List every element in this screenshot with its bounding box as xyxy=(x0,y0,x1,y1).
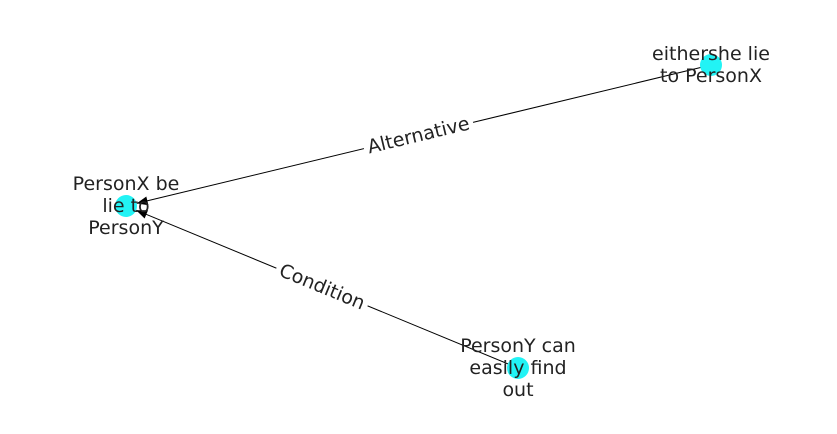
node-label-line: PersonX be xyxy=(73,173,180,195)
edge-label-alternative: Alternative xyxy=(365,113,472,159)
node-label-line: lie to xyxy=(102,195,149,217)
node-label-line: to PersonX xyxy=(660,65,762,87)
edge-label-group: Condition xyxy=(271,256,373,318)
node-label-line: eithershe lie xyxy=(652,43,770,65)
node-personx-be-lie-to-persony xyxy=(115,195,137,217)
edges-layer xyxy=(135,64,712,369)
edge-label-background xyxy=(360,109,477,162)
node-label-line: easily find xyxy=(469,357,566,379)
edge-label-background xyxy=(271,256,373,318)
edge-label-group: Alternative xyxy=(360,109,477,162)
node-label-line: out xyxy=(502,379,533,401)
arrowhead-icon xyxy=(136,210,149,219)
node-persony-can-easily-find-out xyxy=(507,357,529,379)
nodes-layer xyxy=(115,54,722,379)
node-label-line: PersonY can xyxy=(460,335,576,357)
node-eithershe-lie-to-personx xyxy=(700,54,722,76)
node-label-line: PersonY xyxy=(88,217,164,239)
arrowhead-icon xyxy=(136,196,149,206)
